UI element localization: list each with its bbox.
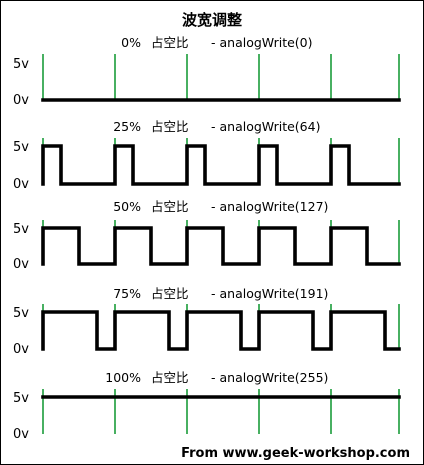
duty-cycle-label: 100%: [105, 370, 141, 385]
low-voltage-label: 0v: [13, 177, 29, 192]
pwm-waveform: [41, 310, 401, 351]
high-voltage-label: 5v: [13, 57, 29, 72]
pwm-waveform: [41, 144, 401, 186]
low-voltage-label: 0v: [13, 342, 29, 357]
high-voltage-label: 5v: [13, 391, 29, 406]
duty-cycle-label: 75%: [113, 286, 141, 301]
analogwrite-label: - analogWrite(127): [211, 199, 328, 214]
source-credit: From www.geek-workshop.com: [181, 446, 410, 461]
duty-cycle-label: 25%: [113, 119, 141, 134]
duty-cycle-label: 0%: [121, 35, 141, 50]
waveform-panel: 50% 占空比 - analogWrite(127) 5v 0v: [13, 199, 401, 272]
analogwrite-label: - analogWrite(64): [211, 119, 320, 134]
duty-cycle-caption: 占空比: [151, 370, 189, 385]
analogwrite-label: - analogWrite(0): [211, 35, 313, 50]
analogwrite-label: - analogWrite(191): [211, 286, 328, 301]
diagram-title: 波宽调整: [182, 11, 242, 29]
low-voltage-label: 0v: [13, 257, 29, 272]
waveform-panel: 0% 占空比 - analogWrite(0) 5v 0v: [13, 35, 401, 108]
waveform-panel: 100% 占空比 - analogWrite(255) 5v 0v: [13, 370, 401, 442]
waveform-panel: 75% 占空比 - analogWrite(191) 5v 0v: [13, 286, 401, 357]
waveform-panels: 0% 占空比 - analogWrite(0) 5v 0v 25% 占空比 - analogW…: [13, 35, 401, 442]
duty-cycle-caption: 占空比: [151, 286, 189, 301]
high-voltage-label: 5v: [13, 306, 29, 321]
duty-cycle-label: 50%: [113, 199, 141, 214]
high-voltage-label: 5v: [13, 140, 29, 155]
duty-cycle-caption: 占空比: [151, 35, 189, 50]
low-voltage-label: 0v: [13, 93, 29, 108]
duty-cycle-caption: 占空比: [151, 199, 189, 214]
pwm-waveform: [41, 226, 401, 266]
duty-cycle-caption: 占空比: [151, 119, 189, 134]
high-voltage-label: 5v: [13, 222, 29, 237]
analogwrite-label: - analogWrite(255): [211, 370, 328, 385]
waveform-panel: 25% 占空比 - analogWrite(64) 5v 0v: [13, 119, 401, 192]
low-voltage-label: 0v: [13, 427, 29, 442]
